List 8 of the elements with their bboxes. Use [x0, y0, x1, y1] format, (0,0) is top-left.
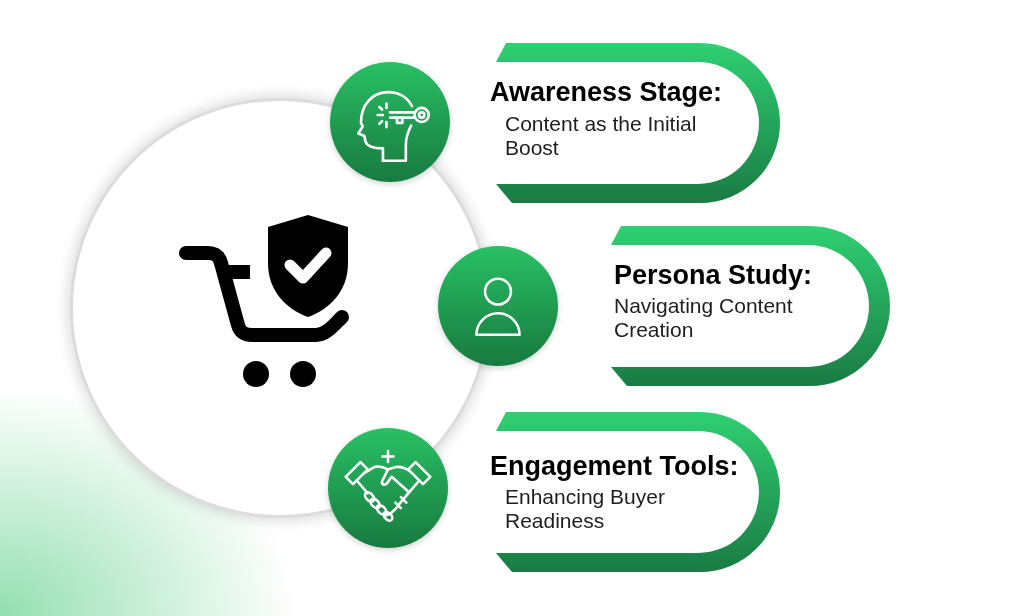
- stage-title: Persona Study:: [614, 259, 813, 291]
- stage-title: Engagement Tools:: [490, 450, 739, 482]
- stage-description: Navigating Content Creation: [614, 294, 794, 342]
- stage-description: Enhancing Buyer Readiness: [505, 485, 666, 533]
- stage-description: Content as the Initial Boost: [505, 112, 698, 160]
- stage-title: Awareness Stage:: [490, 76, 723, 108]
- stage-pill: [490, 412, 780, 572]
- stage-pill: [490, 43, 780, 203]
